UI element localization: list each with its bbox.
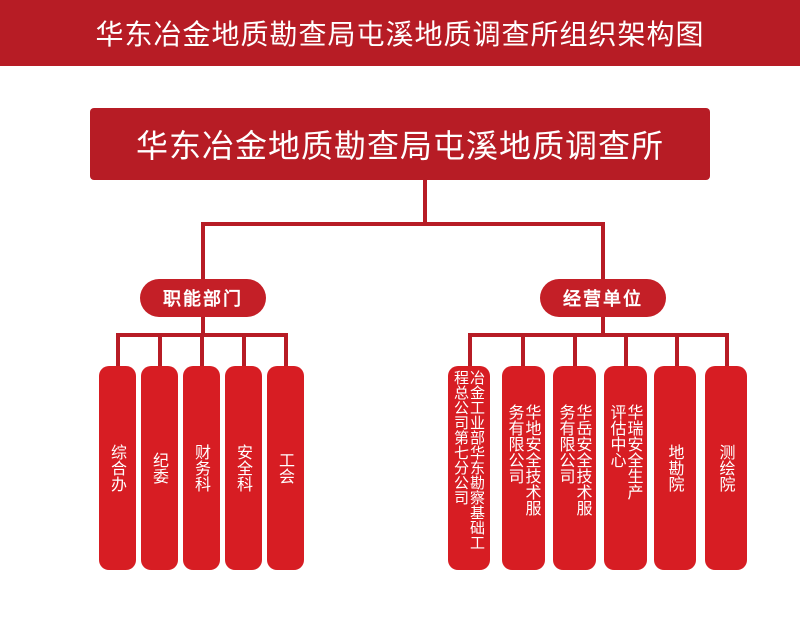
connector-left-unit-4 [242,333,246,367]
root-node-label: 华东冶金地质勘查局屯溪地质调查所 [135,127,664,165]
unit-label: 华地安全技术服务有限公司 [505,404,542,516]
unit-label: 工会 [276,452,295,484]
connector-right-unit-5 [675,333,679,367]
connector-right-unit-4 [624,333,628,367]
connector-left-down [201,222,205,282]
connector-right-horizontal [468,333,729,337]
connector-right-group-down [601,316,605,336]
unit-label: 安全科 [234,444,253,492]
page-title: 华东冶金地质勘查局屯溪地质调查所组织架构图 [95,18,705,51]
unit-label: 纪委 [150,452,169,484]
unit-box: 测绘院 [705,366,747,570]
unit-box: 华瑞安全生产评估中心 [604,366,647,570]
unit-box: 纪委 [141,366,178,570]
connector-right-unit-2 [521,333,525,367]
unit-label: 华瑞安全生产评估中心 [607,404,644,500]
connector-left-unit-2 [158,333,162,367]
group-node-business: 经营单位 [540,279,666,317]
unit-label: 冶金工业部华东勘察基础工程总公司第七分公司 [452,370,486,550]
unit-box: 安全科 [225,366,262,570]
root-node: 华东冶金地质勘查局屯溪地质调查所 [90,108,710,180]
connector-left-group-down [201,316,205,336]
unit-box: 冶金工业部华东勘察基础工程总公司第七分公司 [448,366,490,570]
connector-root-down [423,180,427,225]
title-banner: 华东冶金地质勘查局屯溪地质调查所组织架构图 [0,0,800,66]
connector-root-horizontal [201,222,605,226]
unit-box: 地勘院 [654,366,696,570]
unit-box: 工会 [267,366,304,570]
unit-label: 测绘院 [716,444,736,492]
connector-right-unit-3 [573,333,577,367]
unit-label: 财务科 [192,444,211,492]
unit-box: 华岳安全技术服务有限公司 [553,366,596,570]
unit-box: 华地安全技术服务有限公司 [502,366,545,570]
unit-box: 综合办 [99,366,136,570]
connector-right-unit-6 [725,333,729,367]
unit-box: 财务科 [183,366,220,570]
unit-label: 综合办 [108,444,127,492]
connector-right-unit-1 [468,333,472,367]
unit-label: 华岳安全技术服务有限公司 [556,404,593,516]
connector-left-unit-1 [116,333,120,367]
connector-left-unit-5 [284,333,288,367]
unit-label: 地勘院 [665,444,685,492]
connector-left-unit-3 [200,333,204,367]
group-label-business: 经营单位 [563,289,643,310]
group-label-functional: 职能部门 [163,289,243,310]
group-node-functional: 职能部门 [140,279,266,317]
connector-right-down [601,222,605,282]
